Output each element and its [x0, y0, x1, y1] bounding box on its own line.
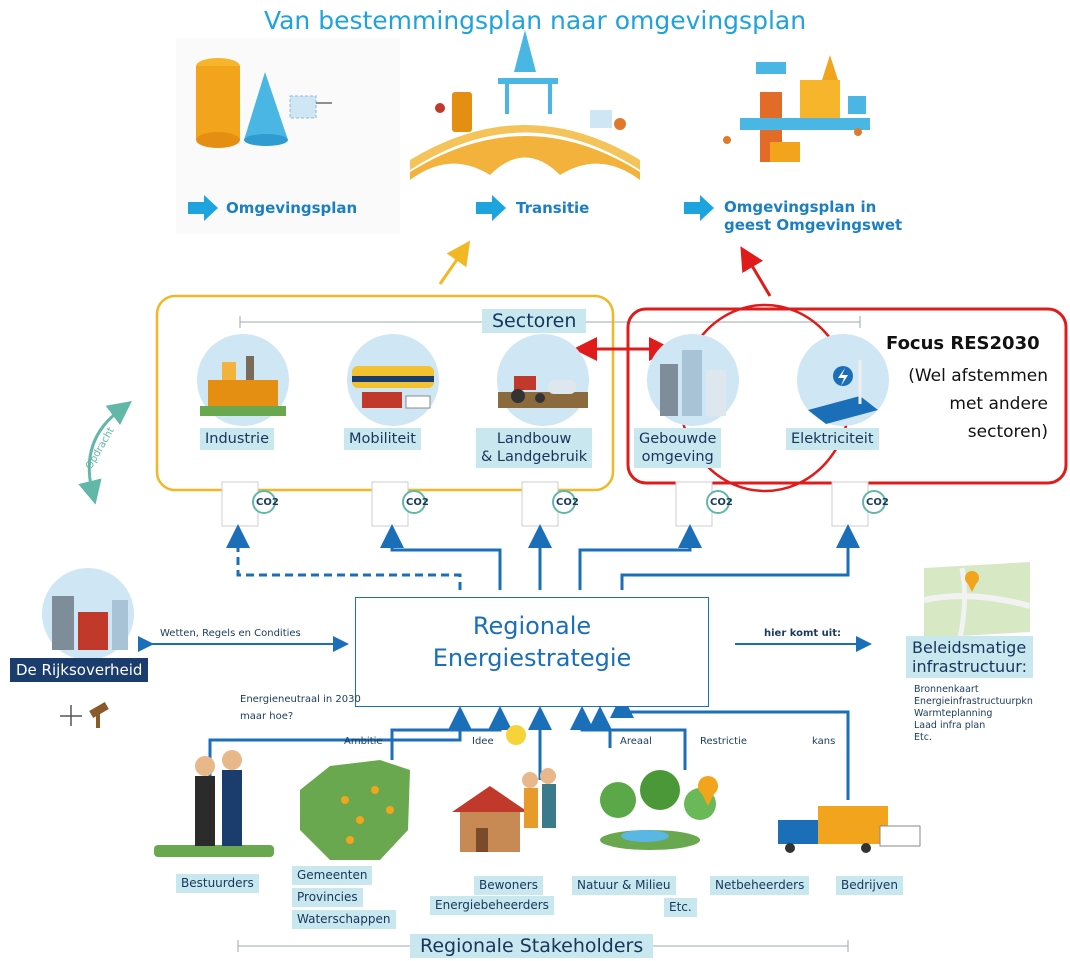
res-line2: Energiestrategie	[432, 644, 632, 672]
infra-list: Bronnenkaart Energieinfrastructuurpkn Wa…	[914, 684, 1033, 744]
stakeholder-bestuurders: Bestuurders	[176, 874, 259, 893]
res-line1: Regionale	[472, 612, 592, 640]
focus-note-line3: sectoren)	[967, 422, 1048, 442]
co2-label-4: CO2	[710, 497, 733, 508]
co2-label-1: CO2	[256, 497, 279, 508]
focus-note-line2: met andere	[949, 394, 1048, 414]
sector-landbouw-line2: & Landgebruik	[481, 449, 588, 465]
stage2-arrow-icon	[476, 195, 506, 221]
omgevingsplan-illustration	[176, 38, 400, 234]
co2-label-5: CO2	[866, 497, 889, 508]
wetten-label: Wetten, Regels en Condities	[160, 628, 301, 639]
infra-item: Bronnenkaart	[914, 684, 979, 695]
areaal-label: Areaal	[620, 736, 652, 747]
co2-label-3: CO2	[556, 497, 579, 508]
stage-omgevingsplan: Omgevingsplan	[226, 199, 358, 217]
opdracht-arrow	[78, 400, 132, 505]
stakeholder-waterschappen: Waterschappen	[292, 910, 396, 929]
stakeholder-energiebeheerders: Energiebeheerders	[430, 896, 554, 915]
hier-komt-uit-label: hier komt uit:	[764, 628, 842, 639]
sectoren-header: Sectoren	[482, 309, 587, 333]
gemeenten-map-illustration	[300, 760, 410, 860]
industrie-icon	[197, 334, 289, 426]
stakeholder-etc: Etc.	[664, 898, 697, 917]
infra-title-line2: infrastructuur:	[912, 657, 1027, 676]
rijksoverheid-illustration	[42, 568, 134, 660]
sector-mobiliteit: Mobiliteit	[344, 428, 421, 450]
page-title: Van bestemmingsplan naar omgevingsplan	[263, 6, 807, 35]
stage-omgevingswet: Omgevingsplan in geest Omgevingswet	[724, 198, 902, 234]
transitie-illustration	[410, 30, 640, 180]
focus-note-line1: (Wel afstemmen	[908, 366, 1048, 386]
restrictie-label: Restrictie	[700, 736, 748, 747]
infra-item: Laad infra plan	[914, 720, 986, 731]
energieneutraal-label: Energieneutraal in 2030 maar hoe?	[240, 694, 361, 722]
stakeholder-bedrijven: Bedrijven	[836, 876, 903, 895]
bedrijven-illustration	[778, 806, 921, 853]
energieneutraal-line1: Energieneutraal in 2030	[240, 694, 361, 705]
omgevingswet-illustration	[723, 55, 870, 162]
natuur-illustration	[600, 770, 718, 850]
stage-omgevingswet-line2: geest Omgevingswet	[724, 216, 903, 234]
gavel-scale-icon	[60, 702, 109, 728]
co2-label-2: CO2	[406, 497, 429, 508]
gebouwde-omgeving-icon	[647, 334, 739, 426]
focus-note: (Wel afstemmen met andere sectoren)	[880, 362, 1048, 446]
stage-transitie: Transitie	[516, 199, 590, 217]
bewoners-illustration	[452, 725, 556, 852]
sector-industrie: Industrie	[200, 428, 275, 450]
infra-item: Warmteplanning	[914, 708, 993, 719]
co2-documents	[221, 481, 886, 527]
yellow-up-arrow	[438, 240, 471, 285]
stakeholder-gemeenten: Gemeenten	[292, 866, 373, 885]
infra-title: Beleidsmatige infrastructuur:	[906, 636, 1033, 678]
stage3-arrow-icon	[684, 195, 714, 221]
bestuurders-illustration	[154, 750, 274, 857]
energieneutraal-line2: maar hoe?	[240, 711, 294, 722]
sector-elektriciteit: Elektriciteit	[786, 428, 879, 450]
stakeholder-netbeheerders: Netbeheerders	[710, 876, 810, 895]
stakeholder-provincies: Provincies	[292, 888, 363, 907]
sector-gebouwde-line1: Gebouwde	[639, 431, 717, 447]
stakeholder-bewoners: Bewoners	[474, 876, 543, 895]
sector-landbouw-line1: Landbouw	[496, 431, 572, 447]
stage-omgevingswet-line1: Omgevingsplan in	[724, 198, 877, 216]
infra-item: Energieinfrastructuurpkn	[914, 696, 1033, 707]
idee-label: Idee	[472, 736, 494, 747]
sector-landbouw: Landbouw & Landgebruik	[476, 428, 593, 468]
mobiliteit-icon	[347, 334, 439, 426]
focus-title: Focus RES2030	[886, 333, 1040, 354]
elektriciteit-icon	[797, 334, 889, 426]
infra-item: Etc.	[914, 732, 932, 743]
stage1-arrow-icon	[188, 195, 218, 221]
landbouw-icon	[497, 334, 589, 426]
sector-gebouwde-line2: omgeving	[641, 449, 714, 465]
res-box: Regionale Energiestrategie	[355, 597, 709, 707]
stakeholder-natuur: Natuur & Milieu	[572, 876, 676, 895]
ambitie-label: Ambitie	[344, 736, 383, 747]
stakeholders-header: Regionale Stakeholders	[410, 934, 654, 958]
rijksoverheid-label: De Rijksoverheid	[10, 658, 149, 682]
red-up-arrow	[740, 246, 772, 297]
kans-label: kans	[812, 736, 836, 747]
infrastructuur-map-illustration	[923, 562, 1031, 639]
sector-gebouwde-omgeving: Gebouwde omgeving	[634, 428, 722, 468]
infra-title-line1: Beleidsmatige	[912, 638, 1027, 657]
